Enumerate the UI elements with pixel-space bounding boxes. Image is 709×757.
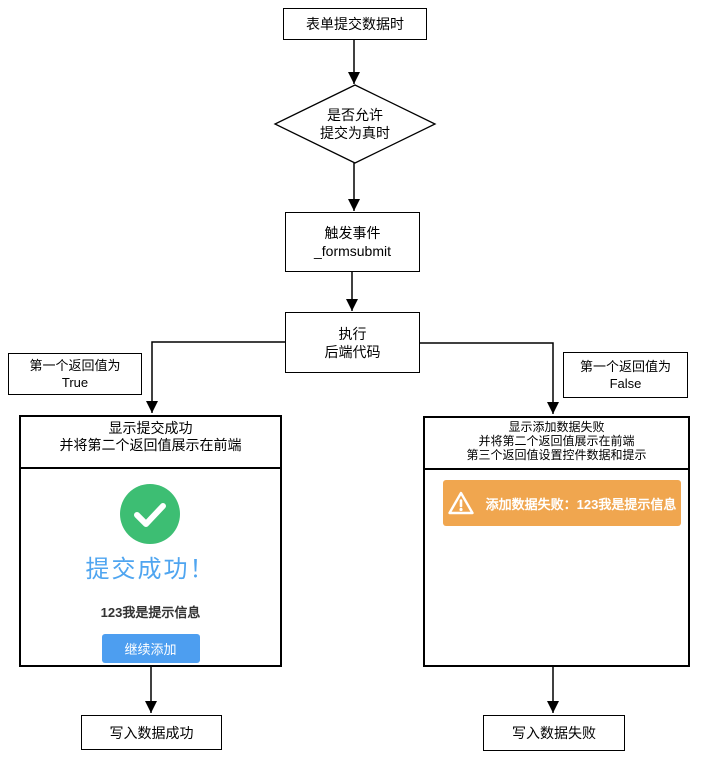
check-circle-icon <box>120 484 180 544</box>
panel-success-header: 显示提交成功 并将第二个返回值展示在前端 <box>21 417 280 469</box>
panel-success: 显示提交成功 并将第二个返回值展示在前端 提交成功！ 123我是提示信息 继续添… <box>19 415 282 667</box>
panel-fail-header-line3: 第三个返回值设置控件数据和提示 <box>466 448 647 462</box>
panel-fail-header: 显示添加数据失败 并将第二个返回值展示在前端 第三个返回值设置控件数据和提示 <box>425 418 688 470</box>
node-execute-backend: 执行 后端代码 <box>285 312 420 373</box>
label-branch-false-line1: 第一个返回值为 <box>579 359 671 374</box>
node-write-success: 写入数据成功 <box>81 715 222 750</box>
node-trigger-event-line2: _formsubmit <box>313 243 392 259</box>
success-title: 提交成功！ <box>85 556 216 583</box>
panel-fail-header-line1: 显示添加数据失败 <box>508 420 605 434</box>
label-branch-true-line1: 第一个返回值为 <box>29 358 121 373</box>
label-branch-true-line2: True <box>61 375 89 390</box>
label-branch-false-line2: False <box>609 376 642 391</box>
label-branch-true: 第一个返回值为 True <box>8 353 142 395</box>
node-execute-backend-line2: 后端代码 <box>324 343 381 360</box>
decision-diamond-shape <box>273 84 437 164</box>
node-decision-line1: 是否允许 <box>327 107 383 123</box>
panel-success-header-line2: 并将第二个返回值展示在前端 <box>59 437 242 453</box>
node-trigger-event-line1: 触发事件 <box>324 225 381 241</box>
arrow-execute-to-success-panel <box>146 341 285 413</box>
fail-alert-banner: 添加数据失败：123我是提示信息 <box>443 480 681 526</box>
node-decision-line2: 提交为真时 <box>320 125 390 141</box>
panel-fail-header-line2: 并将第二个返回值展示在前端 <box>478 434 635 448</box>
node-write-fail: 写入数据失败 <box>483 715 625 751</box>
label-branch-false: 第一个返回值为 False <box>563 352 688 398</box>
fail-alert-text: 添加数据失败：123我是提示信息 <box>485 496 677 512</box>
panel-fail: 显示添加数据失败 并将第二个返回值展示在前端 第三个返回值设置控件数据和提示 添… <box>423 416 690 667</box>
node-form-submit-label: 表单提交数据时 <box>306 16 404 32</box>
node-write-fail-label: 写入数据失败 <box>512 725 596 741</box>
panel-success-header-line1: 显示提交成功 <box>108 420 193 436</box>
node-decision: 是否允许 提交为真时 <box>275 96 435 152</box>
node-write-success-label: 写入数据成功 <box>109 724 194 741</box>
success-message: 123我是提示信息 <box>100 605 201 620</box>
continue-add-button[interactable]: 继续添加 <box>101 634 200 663</box>
arrow-execute-to-fail-panel <box>420 342 559 414</box>
warning-triangle-icon <box>447 491 474 515</box>
node-trigger-event: 触发事件 _formsubmit <box>285 212 420 272</box>
node-execute-backend-line1: 执行 <box>338 325 367 342</box>
node-form-submit: 表单提交数据时 <box>283 8 427 40</box>
